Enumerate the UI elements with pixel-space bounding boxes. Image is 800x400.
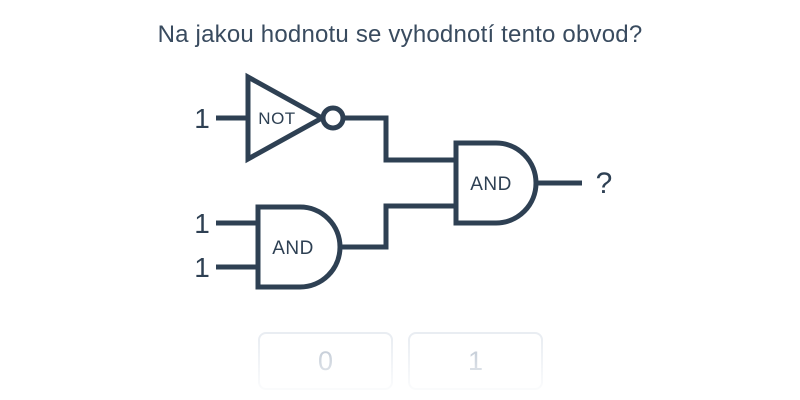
wire-not-to-final-and (345, 115, 456, 163)
and-gate-lower-label: AND (272, 238, 314, 259)
and-gate-output-icon (453, 140, 539, 226)
not-input-value: 1 (194, 103, 210, 134)
not-gate-icon (245, 72, 328, 164)
and-lower-input-value-1: 1 (194, 208, 210, 239)
and-lower-input-value-2: 1 (194, 252, 210, 283)
question-title: Na jakou hodnotu se vyhodnotí tento obvo… (157, 21, 643, 48)
not-gate-label: NOT (258, 109, 295, 128)
not-bubble-icon (320, 105, 346, 131)
and-gate-lower-icon (255, 204, 343, 290)
answer-button-0[interactable]: 0 (258, 332, 393, 390)
output-question-mark: ? (596, 167, 613, 200)
and-gate-output-label: AND (470, 174, 512, 195)
answer-button-1[interactable]: 1 (408, 332, 543, 390)
wire-and-lower-to-final-and (340, 203, 456, 250)
